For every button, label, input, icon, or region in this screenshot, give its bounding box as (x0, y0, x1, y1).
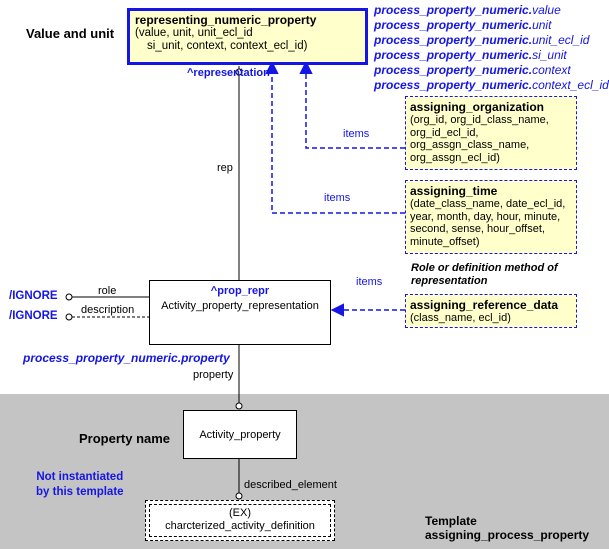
assigning-reference-data-attr: (class_name, ecl_id) (410, 312, 511, 324)
ex-entity-name: charcterized_activity_definition (165, 520, 315, 532)
activity-property-representation-entity[interactable]: ^prop_repr Activity_property_representat… (149, 280, 331, 345)
role-end-circle (65, 293, 73, 301)
assigning-time-attr: (date_class_name, date_ecl_id, (410, 198, 566, 210)
assigning-time-attr: year, month, day, hour, minute, (410, 210, 561, 223)
property-paths-list: process_property_numeric.value process_p… (374, 3, 609, 93)
activity-property-entity[interactable]: Activity_property (183, 410, 297, 459)
not-instantiated-note: Not instantiated by this template (36, 470, 124, 500)
activity-property-name: Activity_property (199, 428, 281, 441)
items-label-time: items (324, 192, 351, 204)
property-name-label: Property name (79, 431, 171, 446)
property-path-unit: process_property_numeric.unit (374, 18, 552, 32)
property-path-unit-ecl-id: process_property_numeric.unit_ecl_id (374, 33, 590, 47)
ignore-label-role: /IGNORE (9, 290, 58, 302)
rep-label: rep (217, 162, 233, 174)
items-org-connector (299, 60, 405, 149)
representation-label: ^representation (187, 67, 270, 79)
assigning-reference-data-title: assigning_reference_data (410, 298, 559, 312)
entity-attr-line-2: si_unit, context, context_ecl_id) (147, 39, 308, 52)
not-instantiated-line: by this template (36, 486, 124, 498)
role-definition-note-line: representation (411, 275, 488, 287)
value-and-unit-label: Value and unit (26, 26, 115, 41)
assigning-organization-attr: org_id_ecl_id, (410, 126, 479, 139)
assigning-organization-attr: org_assgn_class_name, (410, 139, 530, 151)
items-label-refdata: items (356, 276, 383, 288)
template-label: Template assigning_process_property (425, 514, 589, 542)
assigning-time-attr: minute_offset) (410, 235, 480, 248)
role-definition-note: Role or definition method of representat… (411, 262, 558, 288)
prop-repr-name: Activity_property_representation (161, 300, 319, 312)
not-instantiated-line: Not instantiated (36, 471, 124, 483)
entity-attr-line-1: (value, unit, unit_ecl_id (135, 27, 253, 39)
entity-title: representing_numeric_property (135, 13, 317, 27)
rep-end-circle (235, 68, 243, 76)
role-definition-note-line: Role or definition method of (411, 262, 558, 274)
assigning-organization-attr: (org_id, org_id_class_name, (410, 114, 549, 126)
template-name: assigning_process_property (425, 528, 590, 542)
property-path-property: process_property_numeric.property (23, 351, 230, 365)
assigning-organization-title: assigning_organization (410, 100, 545, 114)
property-end-circle (235, 402, 243, 410)
assigning-time-title: assigning_time (410, 184, 498, 198)
ex-entity-inner-border: (EX) charcterized_activity_definition (149, 504, 331, 537)
property-path-context-ecl-id: process_property_numeric.context_ecl_id (374, 78, 609, 92)
ignore-label-description: /IGNORE (9, 310, 58, 322)
ex-tag: (EX) (229, 507, 251, 519)
described-element-label: described_element (244, 479, 337, 491)
prop-repr-label: ^prop_repr (210, 285, 270, 297)
property-label: property (193, 369, 234, 381)
role-label: role (98, 285, 117, 297)
assigning-time-attr: second, sense, hour_offset, (410, 223, 545, 235)
description-end-circle (65, 313, 73, 321)
characterized-activity-definition-entity[interactable]: (EX) charcterized_activity_definition (145, 500, 335, 541)
assigning-time-template[interactable]: assigning_time (date_class_name, date_ec… (405, 180, 577, 254)
assigning-organization-template[interactable]: assigning_organization (org_id, org_id_c… (405, 96, 577, 170)
items-time-connector (265, 60, 405, 214)
representing-numeric-property-entity[interactable]: representing_numeric_property (value, un… (127, 8, 368, 65)
template-label-line: Template (425, 514, 477, 528)
property-path-context: process_property_numeric.context (374, 63, 571, 77)
description-label: description (81, 304, 135, 316)
assigning-reference-data-template[interactable]: assigning_reference_data (class_name, ec… (405, 294, 577, 328)
property-path-si-unit: process_property_numeric.si_unit (374, 48, 567, 62)
items-label-org: items (343, 128, 370, 140)
assigning-organization-attr: org_assgn_ecl_id) (410, 151, 500, 164)
described-element-end-circle (235, 492, 243, 500)
property-path-value: process_property_numeric.value (374, 3, 561, 17)
